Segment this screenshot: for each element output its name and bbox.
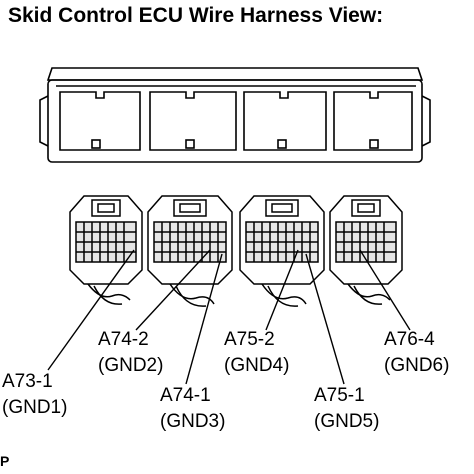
signal-gnd2: (GND2) [98,355,164,376]
pin-a74-2: A74-2 [98,329,149,350]
signal-gnd1: (GND1) [2,397,68,418]
signal-gnd6: (GND6) [384,355,450,376]
diagram-title: Skid Control ECU Wire Harness View: [8,4,384,27]
pin-a74-1: A74-1 [160,385,211,406]
figure-code: P [0,453,10,469]
label-a74-2: A74-2 (GND2) [98,330,163,376]
label-a76-4: A76-4 (GND6) [384,330,449,376]
label-a75-2: A75-2 (GND4) [224,330,289,376]
pin-a76-4: A76-4 [384,329,435,350]
signal-gnd3: (GND3) [160,411,226,432]
leader-a74-2 [135,249,211,331]
leader-a73-1 [47,249,135,371]
label-a73-1: A73-1 (GND1) [2,372,67,418]
ecu-sockets [56,85,416,151]
connector-a76 [329,195,403,305]
leader-a75-2 [265,249,299,331]
pin-a73-1: A73-1 [2,371,53,392]
connector-a74 [147,195,233,307]
ecu-housing [39,67,431,163]
leader-a75-1 [305,253,345,385]
leader-lines [47,249,411,385]
label-a74-1: A74-1 (GND3) [160,386,225,432]
pin-a75-2: A75-2 [224,329,275,350]
signal-gnd5: (GND5) [314,411,380,432]
leader-a74-1 [185,253,223,385]
signal-gnd4: (GND4) [224,355,290,376]
pin-a75-1: A75-1 [314,385,365,406]
label-a75-1: A75-1 (GND5) [314,386,379,432]
connector-a73 [69,195,143,305]
leader-a76-4 [359,249,411,331]
